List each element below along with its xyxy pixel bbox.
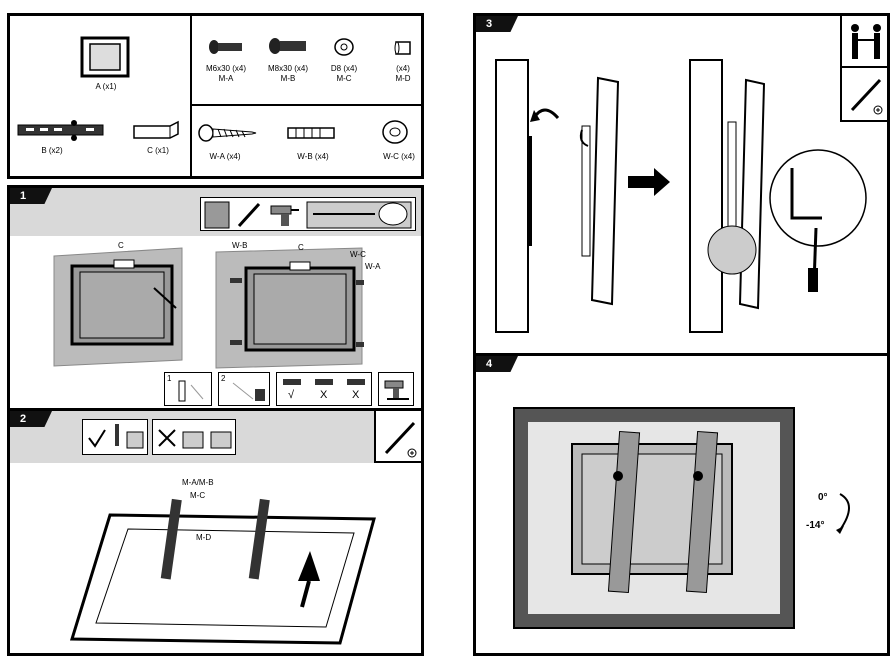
step2-mamb-label: M-A/M-B xyxy=(182,478,214,487)
washer-mc-icon xyxy=(334,38,354,56)
part-wb-label: W-B (x4) xyxy=(297,152,329,161)
parts-divider-v xyxy=(190,16,192,176)
wall-mount-screw-diagram xyxy=(215,247,364,369)
step-4-number: 4 xyxy=(476,356,518,372)
tilt-range-minus-14: -14° xyxy=(806,520,825,531)
part-mc-size: D8 (x4) xyxy=(330,64,358,73)
anchor-depth-guide: √ X X xyxy=(276,372,372,406)
step-4-panel: 4 0° -14° xyxy=(473,353,890,656)
drill-mark-icon xyxy=(232,382,265,401)
tv-back-arm-diagram xyxy=(69,498,376,645)
screwdriver-icon xyxy=(850,78,883,115)
anchor-bad-mark-2: X xyxy=(352,389,360,401)
anchor-ok-mark: √ xyxy=(288,389,295,401)
screwdriver-box-3 xyxy=(840,68,887,122)
step-3-number: 3 xyxy=(476,16,518,32)
level-c-icon xyxy=(133,120,179,139)
part-mb-size: M8x30 (x4) xyxy=(267,64,308,73)
parts-list-panel: A (x1) B (x2) C (x1) M6x30 (x4) M-A M8x3… xyxy=(7,13,424,179)
screwdriver-box-2 xyxy=(374,411,421,463)
step-1-panel: 1 C W-B C W-C W-A 1 2 √ X xyxy=(7,185,424,411)
part-mb-code: M-B xyxy=(280,74,296,83)
arm-b-icon xyxy=(17,120,104,141)
screw-ma-icon xyxy=(209,40,242,54)
part-md-code: M-D xyxy=(395,74,411,83)
step-1-number: 1 xyxy=(10,188,52,204)
wrong-screw-icon xyxy=(182,431,232,449)
step-2-number: 2 xyxy=(10,411,52,427)
tools-row xyxy=(200,197,416,231)
tilt-range-0: 0° xyxy=(818,492,828,503)
anchor-bad-bar-1 xyxy=(315,379,333,385)
drill-icon xyxy=(270,205,299,226)
right-arrow-icon xyxy=(628,168,670,196)
drill-small-icon xyxy=(384,380,409,400)
step1-wa-label: W-A xyxy=(365,262,381,271)
part-a-label: A (x1) xyxy=(95,82,117,91)
anchor-bad-mark-1: X xyxy=(320,389,328,401)
sub-step-2: 2 xyxy=(218,372,270,406)
cross-icon xyxy=(158,429,176,447)
tv-hang-diagram-before xyxy=(495,59,620,333)
step1-wb-label: W-B xyxy=(232,241,248,250)
part-ma-code: M-A xyxy=(218,74,234,83)
drill-tool-box xyxy=(378,372,414,406)
screw-mb-icon xyxy=(269,38,306,54)
step1-c2-label: C xyxy=(298,243,304,252)
screwdriver-icon xyxy=(384,421,417,458)
washer-wc-icon xyxy=(382,120,408,144)
wood-screw-wa-icon xyxy=(198,124,257,142)
anchor-wb-icon xyxy=(287,127,335,139)
step-3-panel: 3 xyxy=(473,13,890,356)
parts-divider-h xyxy=(190,104,421,106)
part-wa-label: W-A (x4) xyxy=(209,152,241,161)
level-check-icon xyxy=(178,380,204,402)
tilt-arrow-icon xyxy=(836,493,850,534)
part-c-label: C (x1) xyxy=(147,146,169,155)
step2-mc-label: M-C xyxy=(190,491,206,500)
step1-wc-label: W-C xyxy=(350,250,366,259)
part-ma-size: M6x30 (x4) xyxy=(205,64,246,73)
two-person-icon xyxy=(851,24,881,59)
anchor-bad-bar-2 xyxy=(347,379,365,385)
drill-bit-spec-icon xyxy=(306,201,412,229)
sub-step-1-number: 1 xyxy=(167,374,172,383)
wall-icon xyxy=(204,201,230,229)
step1-c-label: C xyxy=(118,241,124,250)
tv-hang-diagram-after xyxy=(689,59,867,333)
part-b-label: B (x2) xyxy=(41,146,63,155)
checkmark-icon xyxy=(88,429,106,448)
incorrect-mount-box xyxy=(152,419,236,455)
step2-md-label: M-D xyxy=(196,533,212,542)
anchor-ok-bar xyxy=(283,379,301,385)
screw-stack-icon xyxy=(115,424,144,449)
part-md-size: (x4) xyxy=(396,64,410,73)
tv-tilt-diagram xyxy=(513,407,795,629)
part-wc-label: W-C (x4) xyxy=(383,152,415,161)
part-mc-code: M-C xyxy=(336,74,352,83)
sub-step-1: 1 xyxy=(164,372,212,406)
step-2-panel: 2 M-A/M-B M-C M-D xyxy=(7,408,424,656)
correct-mount-box xyxy=(82,419,148,455)
two-person-box xyxy=(840,16,887,68)
pencil-icon xyxy=(237,202,261,228)
wall-mount-marking-diagram xyxy=(53,247,183,367)
spacer-md-icon xyxy=(394,41,411,55)
sub-step-2-number: 2 xyxy=(221,374,226,383)
bracket-a-icon xyxy=(80,36,130,78)
